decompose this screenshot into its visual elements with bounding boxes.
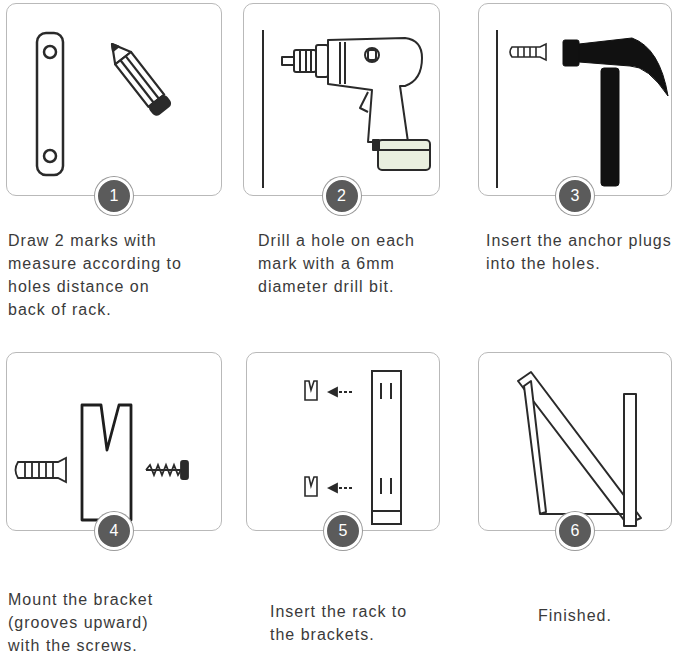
hammer-icon: [563, 38, 668, 186]
callout-number: 1: [110, 188, 119, 204]
bracket-piece: [305, 381, 317, 496]
step-panel: Finished.6: [478, 352, 672, 531]
step-panel: Insert the anchor plugs into the holes.3: [478, 3, 672, 196]
wall-line: [262, 30, 264, 188]
step-number-badge: 2: [323, 177, 361, 215]
step-number-badge: 6: [556, 512, 594, 550]
callout-number: 4: [110, 523, 119, 539]
panel-frame: [6, 352, 222, 531]
step-caption: Draw 2 marks with measure according to h…: [8, 229, 186, 321]
step-panel: Insert the rack to the brackets.5: [246, 352, 440, 531]
step-caption: Finished.: [478, 604, 672, 627]
insert-arrow: [329, 388, 352, 492]
panel-frame: [246, 352, 440, 531]
anchor-plug: [16, 458, 67, 482]
step-number-badge: 4: [95, 512, 133, 550]
callout-number: 5: [339, 523, 348, 539]
wall-line: [496, 30, 498, 188]
pencil-icon: [104, 38, 171, 117]
panel-frame: [478, 352, 672, 531]
screw-icon: [146, 461, 188, 479]
step-caption: Drill a hole on each mark with a 6mm dia…: [258, 229, 443, 298]
anchor-plug: [510, 44, 546, 60]
drill-icon: [282, 38, 430, 170]
step-panel: Draw 2 marks with measure according to h…: [6, 3, 222, 196]
panel-frame: [243, 3, 440, 196]
step-panel: Drill a hole on each mark with a 6mm dia…: [243, 3, 440, 196]
callout-number: 6: [571, 523, 580, 539]
step-caption: Insert the anchor plugs into the holes.: [486, 229, 674, 275]
bracket-piece: [82, 405, 131, 520]
panel-frame: [6, 3, 222, 196]
step-panel: Mount the bracket (grooves upward) with …: [6, 352, 222, 531]
callout-number: 2: [337, 188, 346, 204]
folding-rack: [518, 372, 641, 526]
step-caption: Insert the rack to the brackets.: [270, 600, 418, 646]
step-number-badge: 5: [324, 512, 362, 550]
callout-number: 3: [571, 188, 580, 204]
panel-frame: [478, 3, 672, 196]
step-caption: Mount the bracket (grooves upward) with …: [8, 588, 186, 657]
rack-strip: [37, 33, 63, 175]
rack-back: [372, 371, 401, 524]
step-number-badge: 1: [95, 177, 133, 215]
step-number-badge: 3: [556, 177, 594, 215]
